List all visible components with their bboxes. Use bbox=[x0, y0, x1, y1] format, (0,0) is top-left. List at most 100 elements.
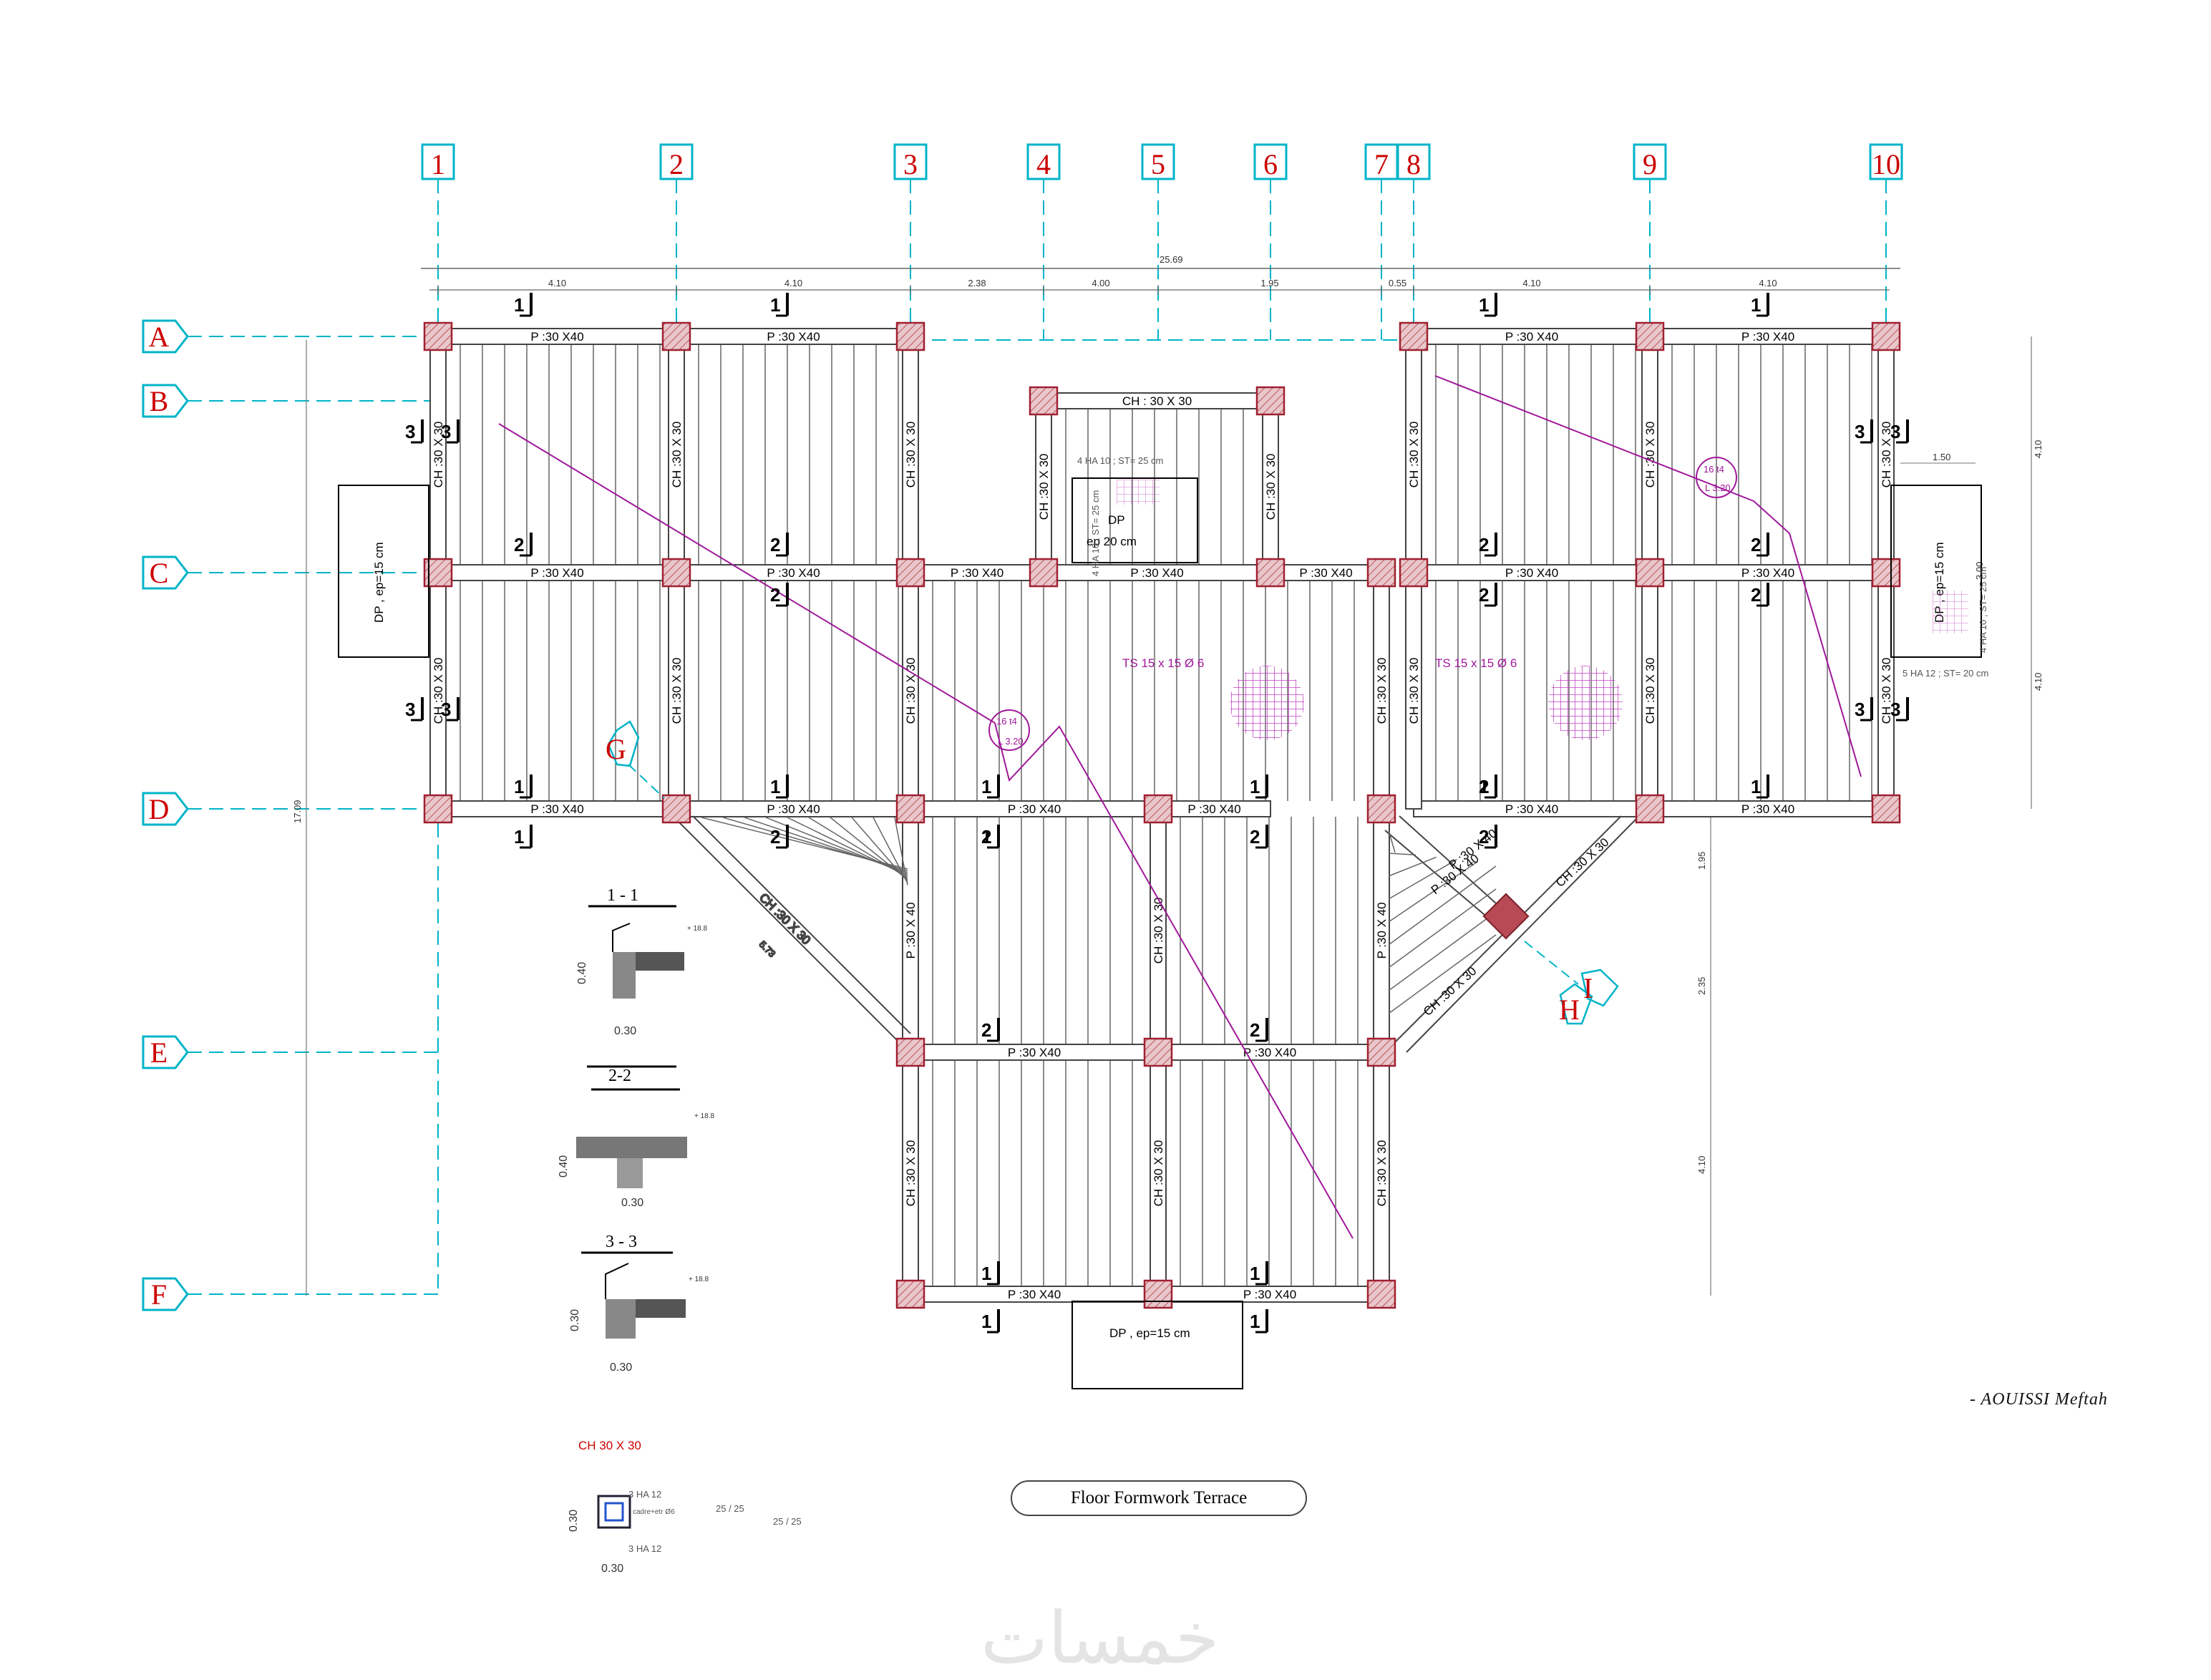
axis-label-6: 6 bbox=[1263, 148, 1278, 180]
cut-label: 3 bbox=[441, 699, 451, 720]
beam-v-9-label: CH :30 X 30 bbox=[1643, 658, 1657, 724]
section-2-height: 0.40 bbox=[558, 1155, 570, 1178]
dp-bottom-label: DP , ep=15 cm bbox=[1109, 1326, 1190, 1340]
beam-v-8-label: CH :30 X 30 bbox=[1643, 422, 1657, 488]
beam-v-15-label: CH :30 X 30 bbox=[904, 1140, 918, 1207]
beam-v-3-label: CH :30 X 30 bbox=[670, 658, 684, 724]
column-21 bbox=[1366, 794, 1396, 824]
cut-label: 2 bbox=[770, 584, 780, 606]
stirrup-dims-1: 25 / 25 bbox=[716, 1503, 744, 1514]
cut-label: 2 bbox=[1250, 1019, 1260, 1041]
section-3-height: 0.30 bbox=[569, 1309, 581, 1331]
column-23 bbox=[1871, 794, 1901, 824]
joist bbox=[830, 817, 908, 880]
watermark-logo: خمسات bbox=[981, 1596, 1220, 1680]
diagonal-length-dim: 5.73 bbox=[757, 939, 778, 960]
column-15 bbox=[1635, 558, 1665, 588]
cut-label: 2 bbox=[1751, 534, 1761, 555]
beam-D-2-label: P :30 X40 bbox=[1008, 802, 1061, 816]
beam-F-1-label: P :30 X40 bbox=[1008, 1288, 1061, 1301]
beam-D-5-label: P :30 X40 bbox=[1741, 802, 1794, 816]
column-28 bbox=[1143, 1279, 1173, 1309]
column-0 bbox=[423, 321, 453, 351]
dp-slab-right: DP , ep=15 cm 4 HA 10 ; ST= 25 cm 5 HA 1… bbox=[1890, 485, 1988, 679]
column-3 bbox=[1399, 321, 1429, 351]
beam-v-6-label: CH :30 X 30 bbox=[1407, 422, 1421, 488]
bar-callout-2b: L 3.20 bbox=[1705, 482, 1731, 493]
beam-v-11-label: CH :30 X 30 bbox=[1880, 658, 1893, 724]
joist bbox=[1388, 856, 1437, 877]
column-20 bbox=[1143, 794, 1173, 824]
right-dimension: 4.10 3.00 4.10 1.95 2.35 4.10 1.50 bbox=[1696, 336, 2044, 1296]
axis-label-3: 3 bbox=[903, 148, 918, 180]
beam-v-13-label: CH :30 X 30 bbox=[1037, 454, 1051, 520]
section-1-title: 1 - 1 bbox=[607, 886, 638, 905]
cut-label: 1 bbox=[1479, 776, 1489, 797]
dp-center-ep: ep 20 cm bbox=[1087, 535, 1137, 548]
dp-left-label: DP , ep=15 cm bbox=[372, 542, 386, 623]
beam-v-3-DE-label: P :30 X 40 bbox=[904, 902, 918, 958]
beam-C-6-label: P :30 X40 bbox=[1741, 566, 1794, 580]
joist bbox=[787, 817, 908, 877]
cut-label: 2 bbox=[770, 534, 780, 555]
column-27 bbox=[895, 1279, 925, 1309]
column-11 bbox=[1029, 558, 1059, 588]
beam-A-1-label: P :30 X40 bbox=[530, 330, 583, 344]
cut-label: 1 bbox=[1250, 1263, 1260, 1284]
axis-label-C: C bbox=[150, 557, 169, 589]
rebar-note-center-side: 4 HA 10 ; ST= 25 cm bbox=[1090, 490, 1101, 576]
beam-A-2-label: P :30 X40 bbox=[767, 330, 820, 344]
axis-label-5: 5 bbox=[1151, 148, 1165, 180]
beam-v-12-label: CH :30 X 30 bbox=[1375, 658, 1389, 724]
right-span-2: 3.00 bbox=[1974, 562, 1985, 580]
top-span-6: 0.55 bbox=[1389, 278, 1406, 288]
cut-label: 1 bbox=[514, 776, 524, 797]
cut-label: 2 bbox=[1751, 584, 1761, 606]
axis-tag-B bbox=[142, 384, 189, 418]
beam-E-1-label: P :30 X40 bbox=[1008, 1046, 1061, 1059]
bar-callout-1b: L 3.20 bbox=[998, 736, 1024, 747]
column-2 bbox=[895, 321, 925, 351]
axis-label-D: D bbox=[149, 793, 170, 825]
joist bbox=[1388, 858, 1457, 900]
cut-label: 1 bbox=[1751, 776, 1761, 797]
axis-label-10: 10 bbox=[1872, 148, 1900, 180]
axis-label-1: 1 bbox=[431, 148, 445, 180]
diagonal-wing-right bbox=[1384, 815, 1640, 1053]
cut-label: 1 bbox=[770, 294, 780, 316]
cut-label: 2 bbox=[981, 1019, 991, 1041]
axis-label-F: F bbox=[151, 1278, 167, 1311]
column-6 bbox=[1029, 386, 1059, 416]
joist bbox=[1388, 865, 1497, 946]
column-height: 0.30 bbox=[568, 1510, 580, 1532]
joist bbox=[1388, 911, 1497, 991]
axis-label-B: B bbox=[150, 385, 169, 417]
joist bbox=[1388, 853, 1416, 855]
axis-label-H: H bbox=[1559, 994, 1580, 1026]
beam-v-1-label: CH :30 X 30 bbox=[432, 658, 445, 724]
column-detail-title: CH 30 X 30 bbox=[578, 1439, 641, 1452]
section-1-level: + 18.8 bbox=[687, 925, 708, 933]
beam-stair-top-label: CH : 30 X 30 bbox=[1122, 394, 1192, 408]
beam-D-1-label: P :30 X40 bbox=[767, 802, 820, 816]
column-7 bbox=[1255, 386, 1286, 416]
top-span-4: 4.00 bbox=[1092, 278, 1109, 288]
cut-label: 3 bbox=[1855, 699, 1865, 720]
top-span-7: 4.10 bbox=[1522, 278, 1540, 288]
axis-label-7: 7 bbox=[1374, 148, 1389, 180]
column-width: 0.30 bbox=[601, 1563, 623, 1575]
column-25 bbox=[1143, 1037, 1173, 1067]
column-22 bbox=[1635, 794, 1665, 824]
right-lower-span-1: 1.95 bbox=[1696, 852, 1707, 870]
axis-label-I: I bbox=[1583, 972, 1593, 1004]
left-dimension: 17.09 bbox=[292, 340, 307, 1296]
column-detail: CH 30 X 30 3 HA 12 cadre+etr Ø6 3 HA 12 … bbox=[568, 1439, 802, 1575]
axis-tag-E bbox=[142, 1035, 189, 1069]
beam-D-0-label: P :30 X40 bbox=[530, 802, 583, 816]
overall-width-dim: 25.69 bbox=[1160, 254, 1183, 265]
cut-label: 2 bbox=[1479, 534, 1489, 555]
beam-v-0-label: CH :30 X 30 bbox=[432, 422, 445, 488]
section-2-title: 2-2 bbox=[608, 1067, 631, 1085]
